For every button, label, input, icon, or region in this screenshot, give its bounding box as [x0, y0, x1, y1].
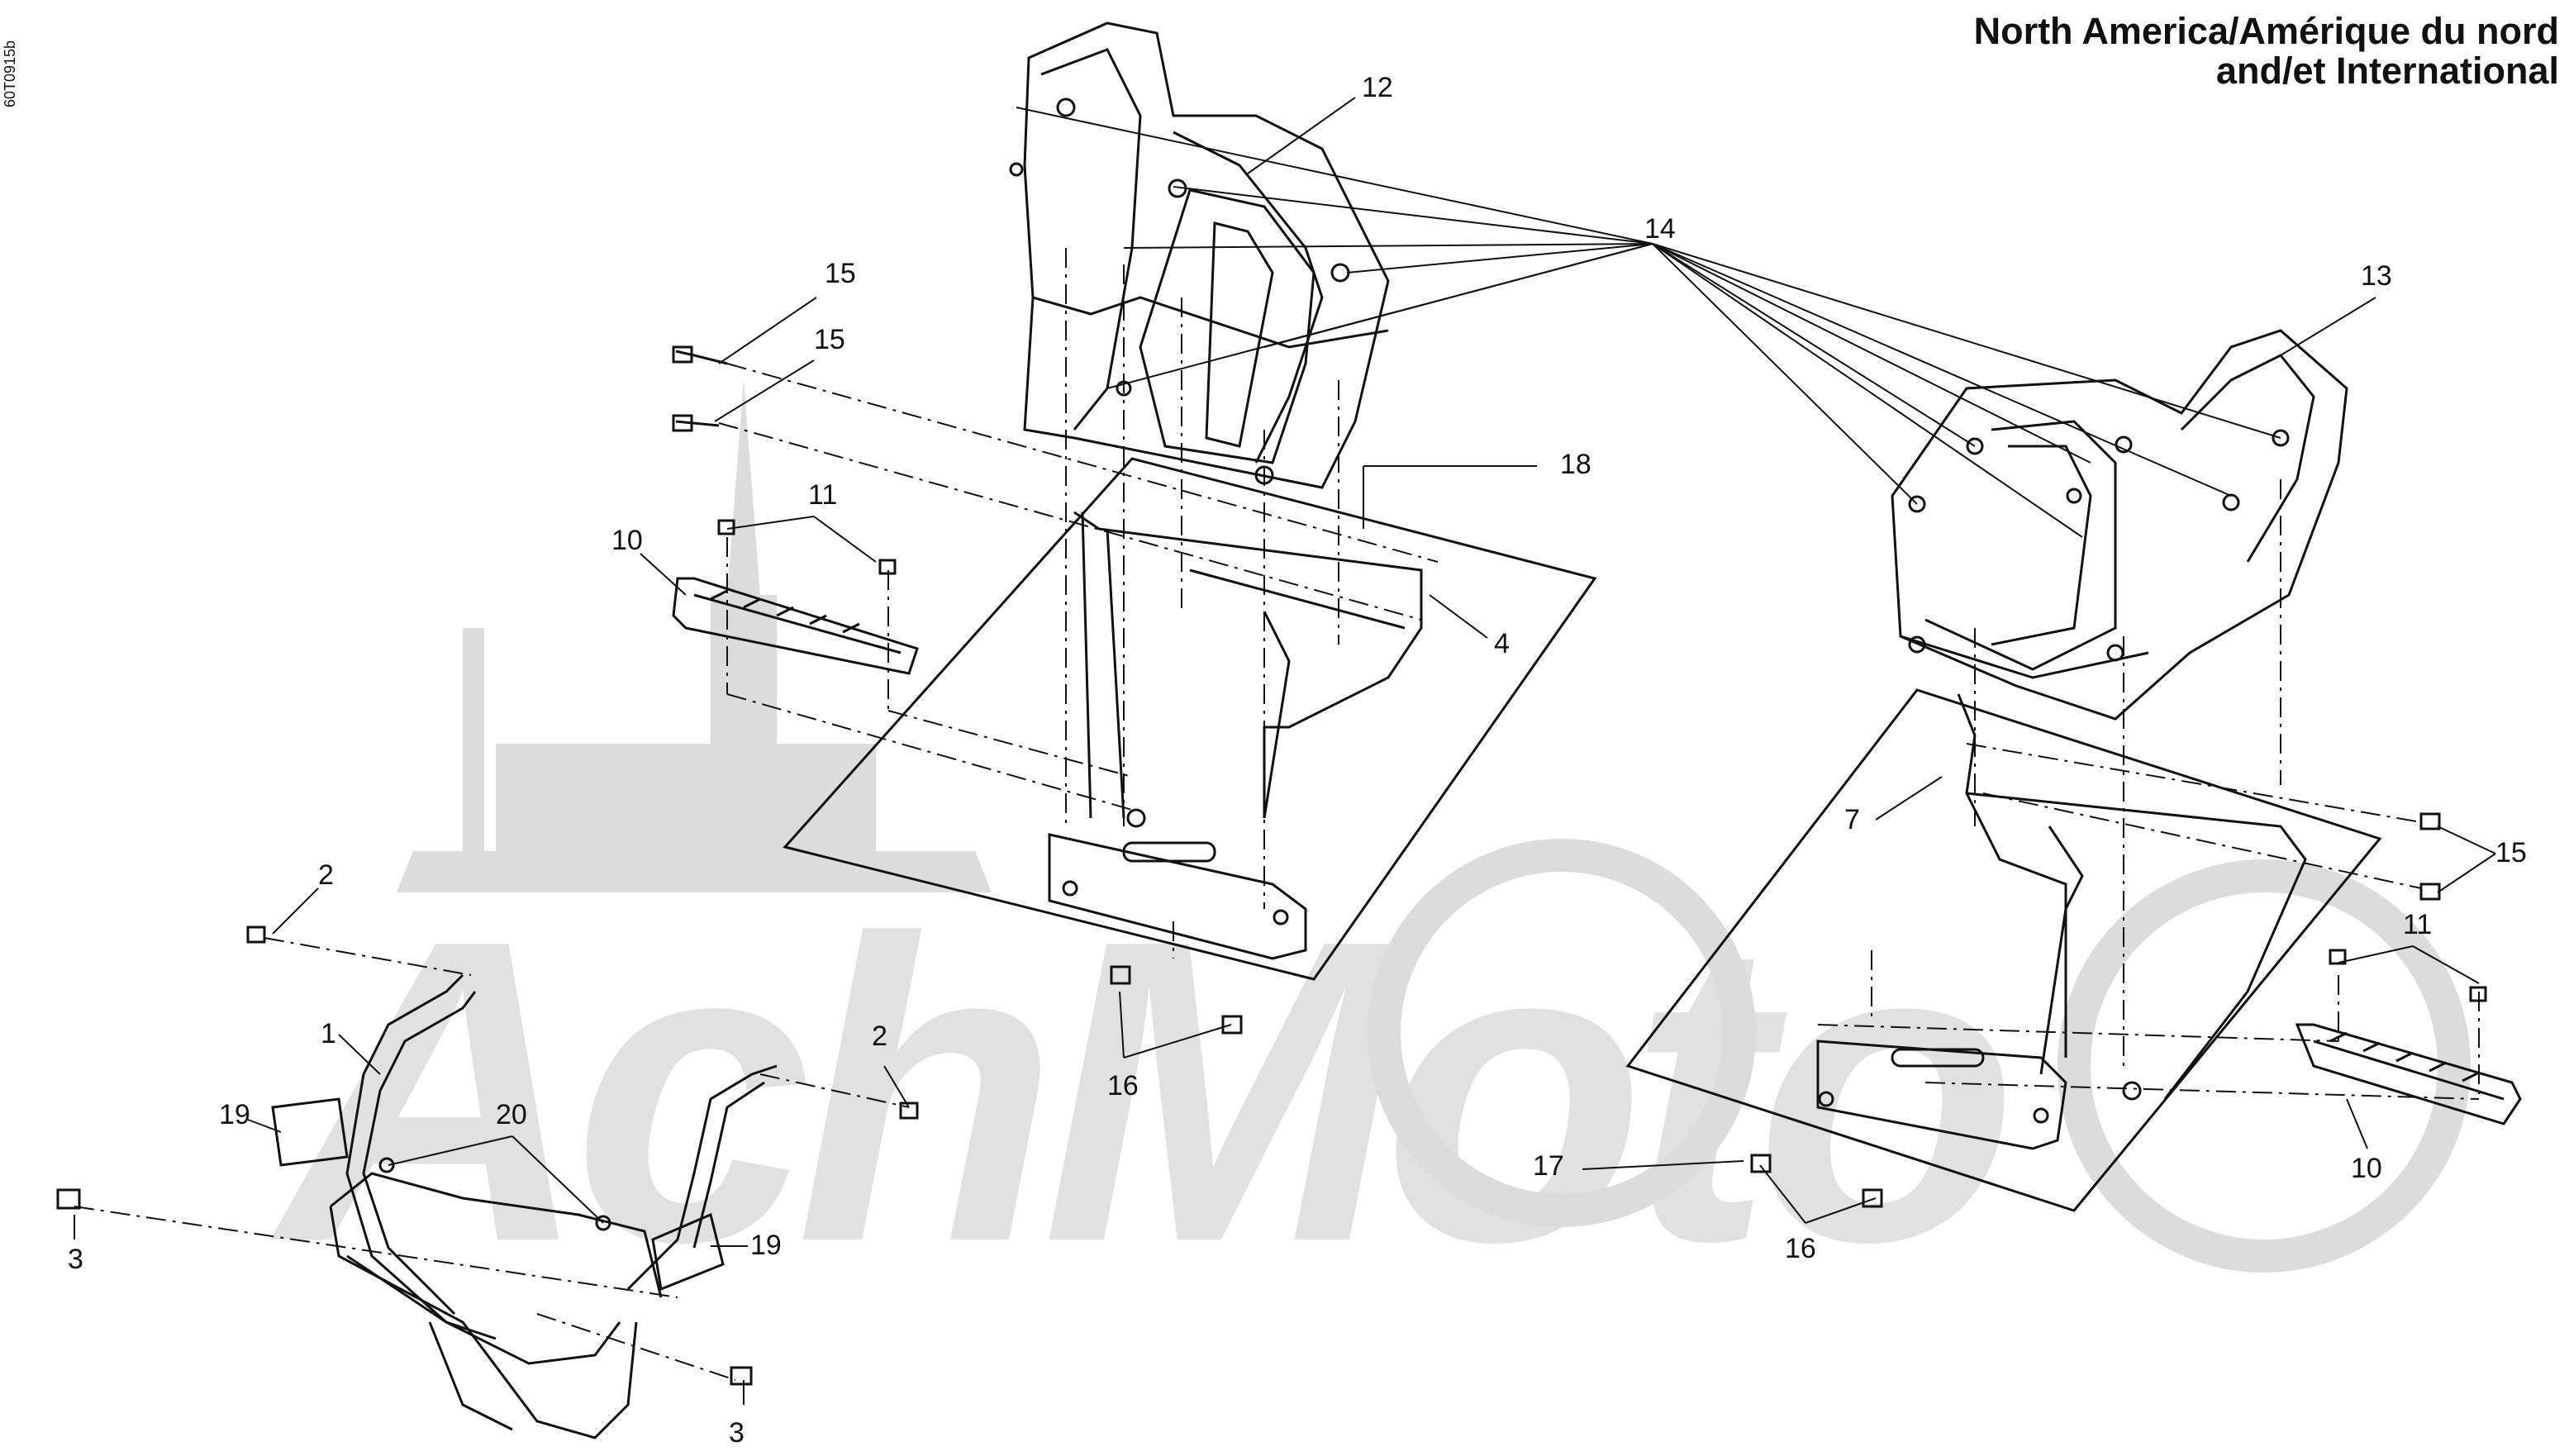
callout-1: 1 — [321, 1018, 336, 1049]
callout-10-right: 10 — [2351, 1153, 2382, 1184]
callout-3-left: 3 — [68, 1244, 83, 1275]
callout-3-right: 3 — [729, 1417, 745, 1449]
callout-15-middle: 15 — [814, 324, 845, 355]
region-title-line2: and/et International — [2215, 50, 2559, 92]
callout-20: 20 — [496, 1099, 527, 1130]
callout-15-top: 15 — [825, 258, 856, 289]
callout-13: 13 — [2361, 260, 2392, 292]
callout-11-left: 11 — [808, 479, 837, 511]
callout-19-left: 19 — [219, 1099, 250, 1130]
fasteners-left — [672, 345, 1243, 1035]
callout-18: 18 — [1560, 449, 1591, 480]
callout-10-left: 10 — [611, 525, 643, 556]
callout-2-right: 2 — [872, 1021, 887, 1052]
callout-16-right: 16 — [1785, 1233, 1816, 1264]
left-footrest-bracket — [783, 457, 1597, 981]
left-footpeg — [672, 577, 919, 675]
watermark: AchMoto — [266, 380, 2471, 1331]
callout-4: 4 — [1494, 628, 1510, 659]
callout-2-left: 2 — [318, 859, 334, 891]
right-footwell-shield — [1891, 329, 2348, 721]
drawing-reference-code: 60T0915b — [2, 40, 18, 107]
leader-lines — [74, 97, 2496, 1405]
region-title-line1: North America/Amérique du nord — [1973, 10, 2559, 52]
right-footrest-bracket — [1625, 688, 2382, 1212]
callout-19-right: 19 — [750, 1230, 782, 1261]
callout-16-left: 16 — [1107, 1070, 1139, 1102]
callout-17: 17 — [1533, 1150, 1564, 1182]
callout-15-right: 15 — [2495, 837, 2527, 868]
callout-12: 12 — [1362, 72, 1393, 103]
alignment-lines — [74, 248, 2480, 1381]
callout-14: 14 — [1644, 213, 1676, 245]
callout-7: 7 — [1844, 804, 1860, 835]
watermark-castle — [397, 380, 992, 892]
left-footwell-shield — [1009, 21, 1390, 489]
callout-11-right: 11 — [2403, 909, 2432, 940]
front-bumper — [56, 925, 919, 1439]
callout-labels: 12 14 13 15 15 18 11 10 4 7 15 11 2 16 1… — [68, 72, 2527, 1449]
right-footpeg — [2295, 1023, 2522, 1125]
fasteners-right — [1750, 812, 2487, 1208]
